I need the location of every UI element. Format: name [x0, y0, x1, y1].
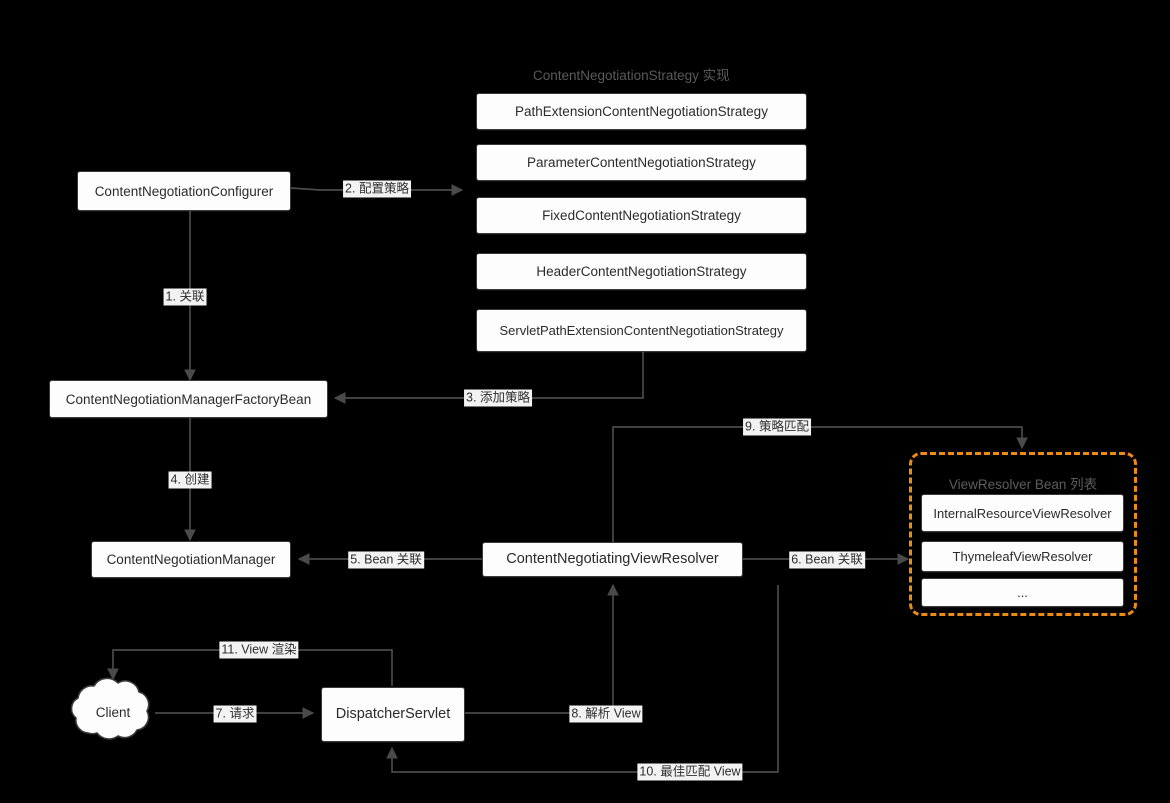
node-more-view-resolvers[interactable]: ...	[921, 578, 1124, 607]
node-servlet-path-extension-strategy[interactable]: ServletPathExtensionContentNegotiationSt…	[476, 309, 807, 352]
edge-label-8: 8. 解析 View	[569, 705, 643, 723]
edge-label-7: 7. 请求	[213, 705, 257, 723]
edge-label-3: 3. 添加策略	[464, 389, 532, 407]
edge-label-6: 6. Bean 关联	[789, 551, 865, 569]
node-dispatcher-servlet[interactable]: DispatcherServlet	[321, 687, 465, 742]
node-fixed-strategy[interactable]: FixedContentNegotiationStrategy	[476, 197, 807, 234]
node-content-negotiating-view-resolver[interactable]: ContentNegotiatingViewResolver	[482, 542, 743, 577]
edge-label-2: 2. 配置策略	[343, 180, 411, 198]
edge-label-9: 9. 策略匹配	[743, 418, 811, 436]
edge-label-10: 10. 最佳匹配 View	[637, 763, 743, 781]
cloud-icon	[70, 677, 150, 740]
strategy-group-title: ContentNegotiationStrategy 实现	[533, 68, 730, 83]
node-thymeleaf-view-resolver[interactable]: ThymeleafViewResolver	[921, 541, 1124, 572]
viewresolver-bean-list-container	[909, 452, 1137, 616]
edge-8-resolve-view	[465, 583, 619, 714]
edge-label-4: 4. 创建	[168, 471, 212, 489]
node-content-negotiation-manager[interactable]: ContentNegotiationManager	[91, 541, 291, 578]
client-label: Client	[95, 704, 131, 720]
edge-label-5: 5. Bean 关联	[348, 551, 424, 569]
node-content-negotiation-configurer[interactable]: ContentNegotiationConfigurer	[77, 171, 291, 211]
edge-label-1: 1. 关联	[163, 288, 207, 306]
node-header-strategy[interactable]: HeaderContentNegotiationStrategy	[476, 253, 807, 290]
edge-10-best-match-view	[386, 585, 779, 773]
viewresolver-group-title: ViewResolver Bean 列表	[948, 477, 1098, 492]
node-client-cloud[interactable]: Client	[63, 676, 163, 748]
node-path-extension-strategy[interactable]: PathExtensionContentNegotiationStrategy	[476, 93, 807, 130]
node-internal-resource-view-resolver[interactable]: InternalResourceViewResolver	[921, 494, 1124, 532]
edge-label-11: 11. View 渲染	[219, 641, 299, 659]
node-content-negotiation-manager-factory-bean[interactable]: ContentNegotiationManagerFactoryBean	[49, 380, 328, 418]
node-parameter-strategy[interactable]: ParameterContentNegotiationStrategy	[476, 144, 807, 181]
